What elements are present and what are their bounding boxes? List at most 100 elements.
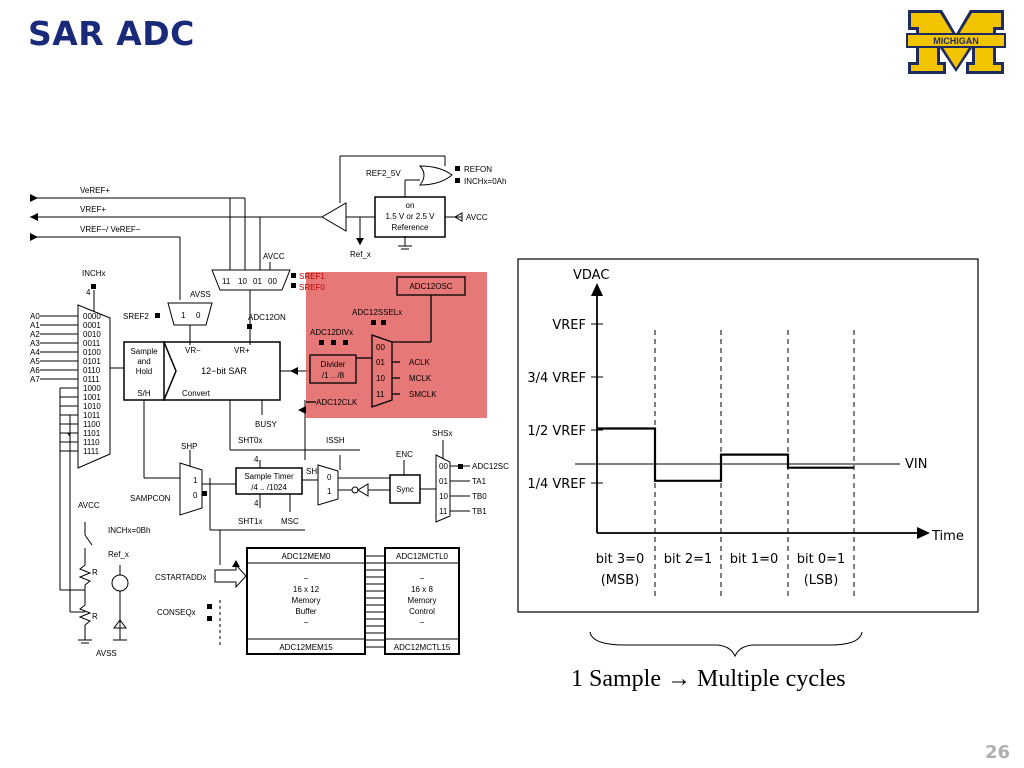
sht0x-width: 4	[254, 455, 259, 464]
slide-title: SAR ADC	[28, 14, 195, 53]
sar-label: 12−bit SAR	[201, 366, 247, 376]
mclk-label: MCLK	[409, 374, 432, 383]
shs-code-01: 01	[439, 477, 448, 486]
vr-minus-label: VR−	[185, 346, 201, 355]
caption-sample: 1 Sample	[571, 666, 661, 692]
issh-label: ISSH	[326, 436, 345, 445]
input-code: 0110	[83, 366, 101, 375]
sref-mux-11: 11	[222, 277, 231, 286]
vr-plus-label: VR+	[234, 346, 250, 355]
resistor-label: R	[92, 568, 98, 577]
mem-body-line: −	[304, 618, 309, 627]
x-axis-arrow	[917, 527, 930, 539]
refon-label: REFON	[464, 165, 492, 174]
veref-plus-label: VeREF+	[80, 186, 110, 195]
bit-label: bit 3=0	[596, 552, 645, 567]
y-axis-arrow	[591, 283, 603, 296]
issh-mux-0: 0	[327, 473, 332, 482]
mem-bottom-label: ADC12MEM15	[279, 643, 333, 652]
clock-mux-11: 11	[376, 390, 385, 399]
waveform-frame	[517, 258, 979, 613]
tb0-label: TB0	[472, 492, 487, 501]
y-level-label: 1/2 VREF	[527, 424, 586, 439]
vref-plus-label: VREF+	[80, 205, 106, 214]
mctl-bottom-label: ADC12MCTL15	[394, 643, 451, 652]
sample-hold-line-1: Sample	[130, 347, 158, 356]
channel-a4: A4	[30, 348, 40, 357]
mctl-body-line: 16 x 8	[411, 585, 433, 594]
avss-label: AVSS	[190, 290, 211, 299]
input-code: 0000	[83, 312, 101, 321]
vin-label: VIN	[905, 457, 927, 472]
issh-mux-1: 1	[327, 487, 332, 496]
sample-timer-line-1: Sample Timer	[244, 472, 294, 481]
shsx-label: SHSx	[432, 429, 452, 438]
sample-timer-line-2: /4 .. /1024	[251, 483, 287, 492]
divider-line-1: Divider	[321, 360, 346, 369]
adc12sselx-label: ADC12SSELx	[352, 308, 402, 317]
sref-mux-10: 10	[238, 277, 247, 286]
sh-label: S/H	[137, 389, 151, 398]
mctl-top-label: ADC12MCTL0	[396, 552, 449, 561]
y-level-label: 3/4 VREF	[527, 371, 586, 386]
smclk-label: SMCLK	[409, 390, 437, 399]
busy-label: BUSY	[255, 420, 277, 429]
ref-x-label: Ref_x	[350, 250, 371, 259]
bit-label: bit 0=1	[797, 552, 846, 567]
ref2-5v-label: REF2_5V	[366, 169, 401, 178]
avcc-bottom-label: AVCC	[78, 501, 100, 510]
avcc-mux-label: AVCC	[263, 252, 285, 261]
input-code: 0111	[83, 375, 100, 384]
bit-label: bit 1=0	[730, 552, 779, 567]
mctl-body-line: Control	[409, 607, 435, 616]
convert-label: Convert	[182, 389, 211, 398]
aclk-label: ACLK	[409, 358, 431, 367]
shi-label: SHI	[306, 467, 319, 476]
ta1-label: TA1	[472, 477, 487, 486]
bit-sublabel: (MSB)	[601, 573, 640, 588]
inchx-width: 4	[86, 288, 91, 297]
caption-arrow: →	[667, 666, 691, 692]
mem-top-label: ADC12MEM0	[282, 552, 331, 561]
sref-mux-01: 01	[253, 277, 262, 286]
input-code: 1110	[83, 438, 100, 447]
input-code: 0101	[83, 357, 101, 366]
mem-body-line: −	[304, 574, 309, 583]
sync-label: Sync	[396, 485, 414, 494]
adc12osc-label: ADC12OSC	[409, 282, 452, 291]
shs-code-11: 11	[439, 507, 448, 516]
channel-a0: A0	[30, 312, 40, 321]
cstartaddx-label: CSTARTADDx	[155, 573, 207, 582]
inchx-0bh-label: INCHx=0Bh	[108, 526, 150, 535]
y-level-label: 1/4 VREF	[527, 477, 586, 492]
caption: 1 Sample → Multiple cycles	[571, 666, 846, 693]
input-code: 1010	[83, 402, 101, 411]
clock-mux-00: 00	[376, 343, 385, 352]
shp-mux-1: 1	[193, 476, 198, 485]
mctl-body-line: Memory	[408, 596, 437, 605]
michigan-logo: MICHIGAN	[906, 10, 1006, 74]
caption-cycles: Multiple cycles	[697, 666, 846, 692]
divider-line-2: /1 .. /8	[322, 371, 345, 380]
sref2-mux-0: 0	[196, 311, 201, 320]
reference-box-line-3: Reference	[392, 223, 429, 232]
channel-a5: A5	[30, 357, 40, 366]
clock-mux-01: 01	[376, 358, 385, 367]
msc-label: MSC	[281, 517, 299, 526]
channel-a6: A6	[30, 366, 40, 375]
enc-label: ENC	[396, 450, 413, 459]
sref2-mux-1: 1	[181, 311, 186, 320]
shp-mux-0: 0	[193, 491, 198, 500]
input-code: 0010	[83, 330, 101, 339]
reference-box-line-1: on	[406, 201, 415, 210]
y-level-label: VREF	[552, 318, 586, 333]
reference-box-line-2: 1.5 V or 2.5 V	[386, 212, 436, 221]
adc12on-label: ADC12ON	[248, 313, 286, 322]
avcc-reference-label: AVCC	[466, 213, 488, 222]
input-code: 1100	[83, 420, 101, 429]
adc12divx-label: ADC12DIVx	[310, 328, 353, 337]
sref-mux-00: 00	[268, 277, 277, 286]
y-axis-label: VDAC	[573, 268, 609, 283]
sample-brace	[589, 631, 863, 658]
